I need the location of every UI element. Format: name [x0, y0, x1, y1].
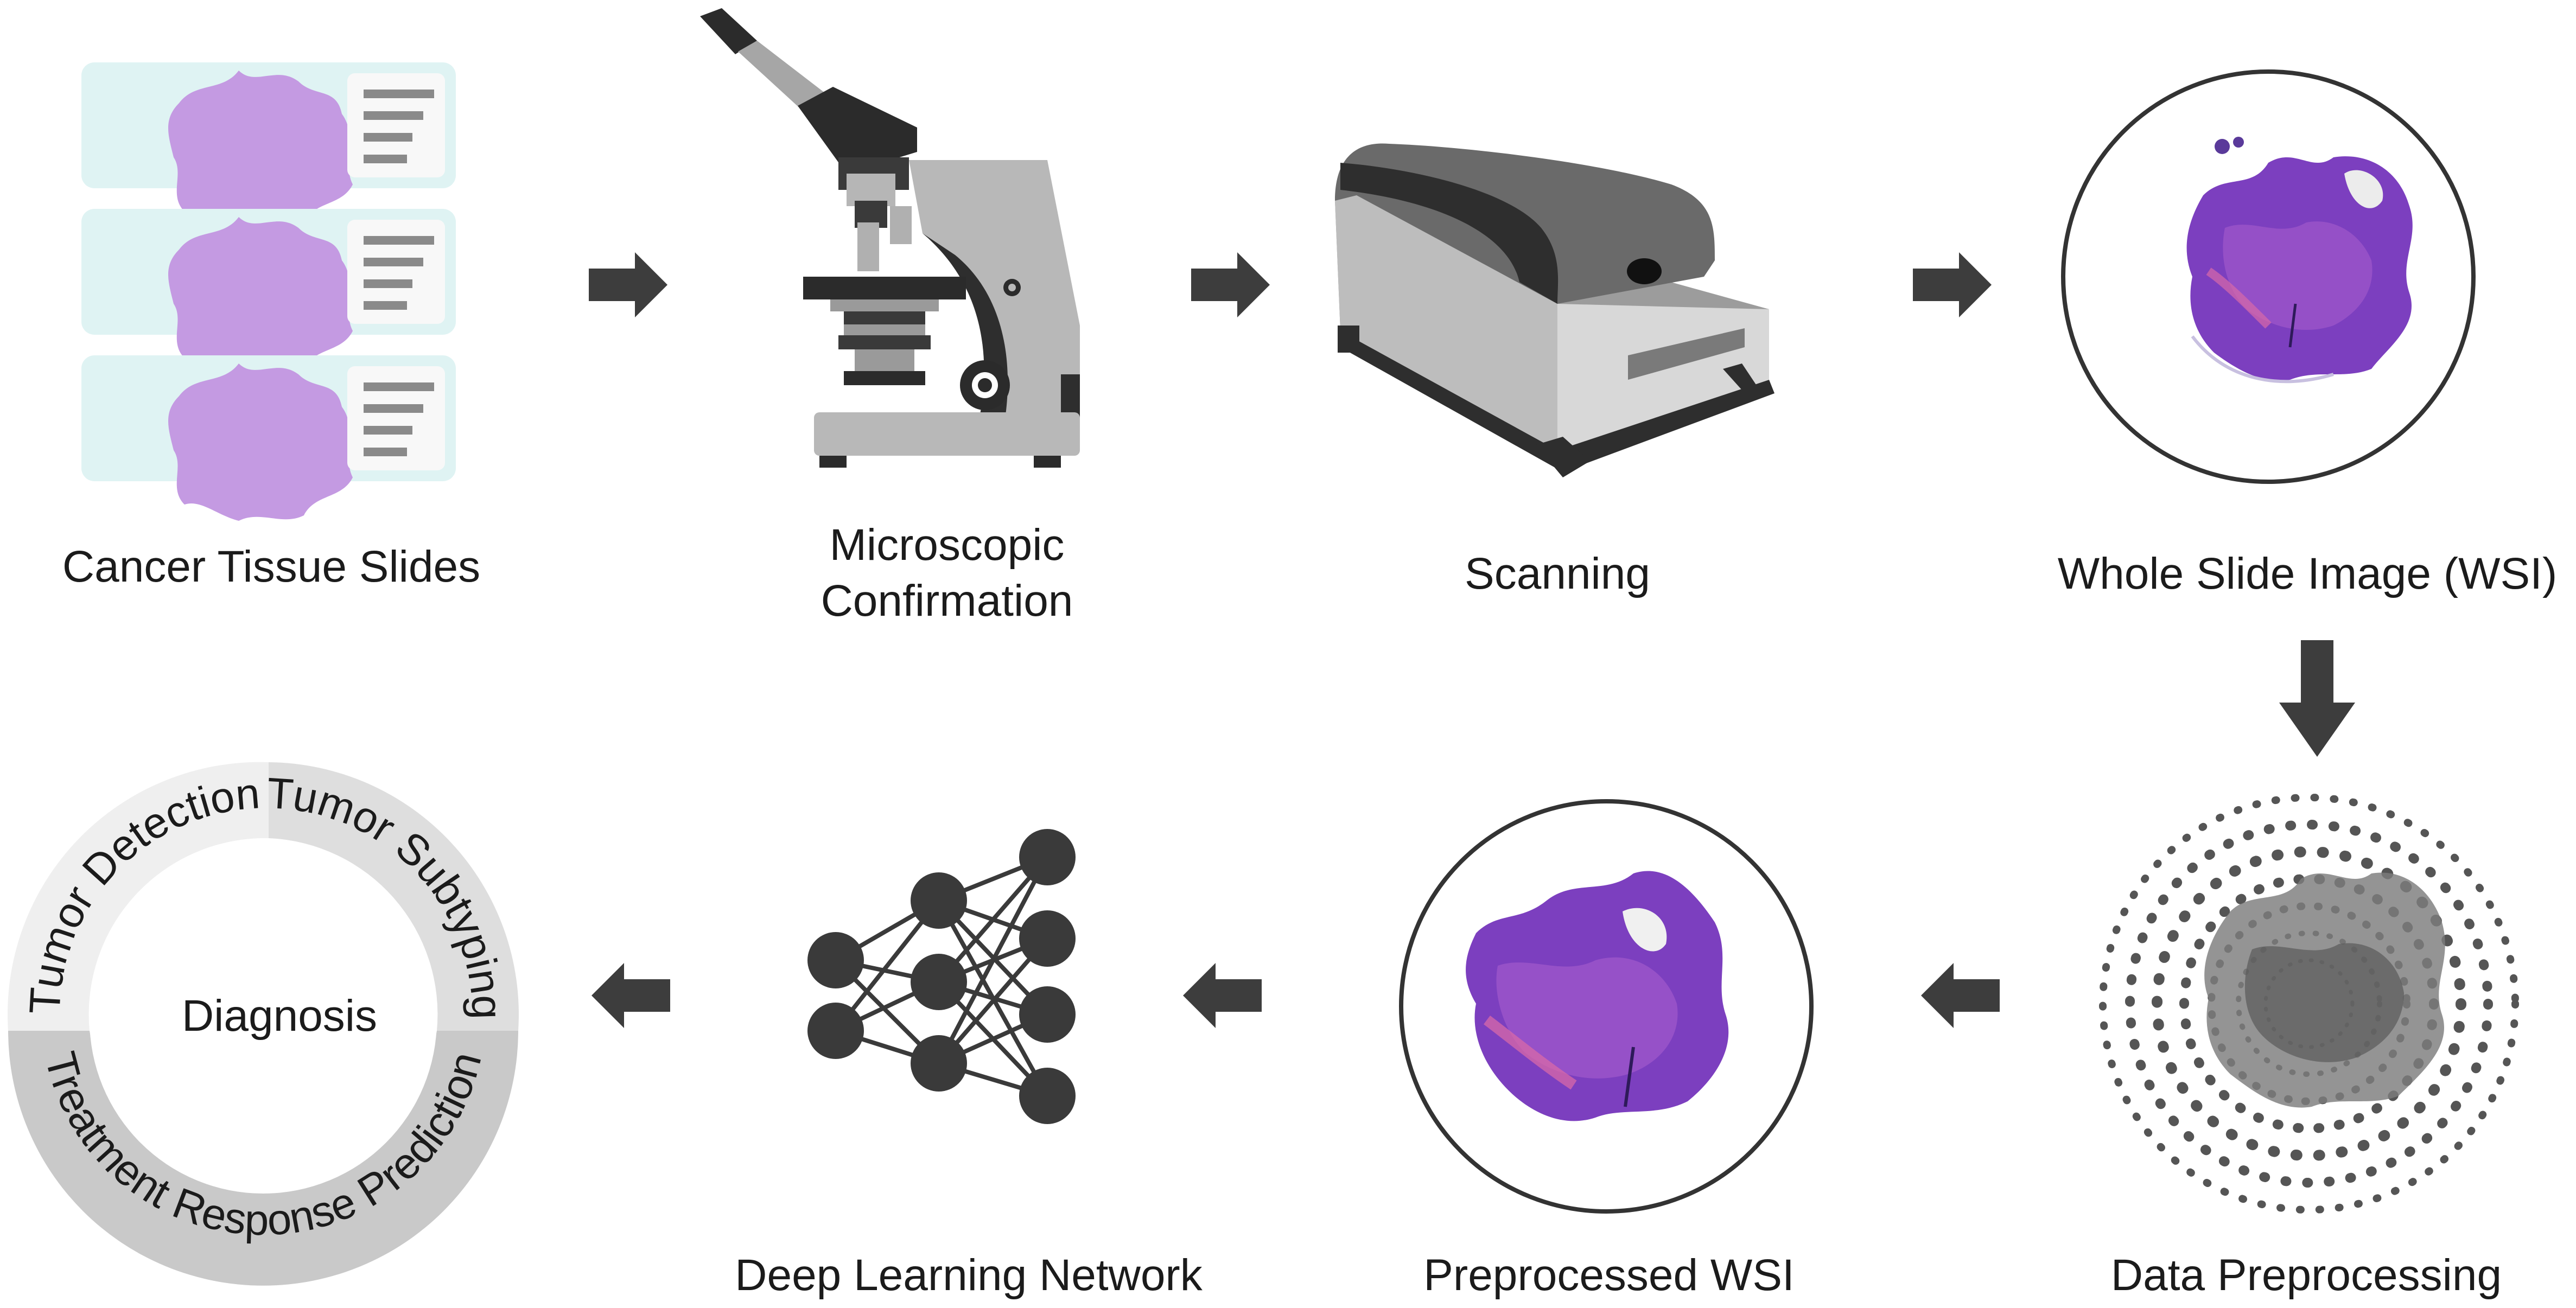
tissue-slides-stack — [81, 62, 456, 521]
tissue-sample — [168, 217, 353, 374]
tissue-slide — [81, 209, 456, 374]
diagnosis-center-label: Diagnosis — [182, 991, 377, 1041]
label-slides: Cancer Tissue Slides — [62, 542, 480, 591]
right-arrow-icon — [1191, 252, 1270, 317]
microscope-icon — [700, 8, 1080, 468]
tissue-sample — [168, 71, 353, 228]
ring-segment-detection — [8, 762, 269, 1031]
label-microscopic: Microscopic — [830, 520, 1065, 570]
neural-network-icon — [807, 829, 1076, 1124]
whole-slide-image — [2061, 69, 2476, 484]
data-preprocessing-graphic — [2099, 794, 2519, 1214]
label-scanning: Scanning — [1465, 549, 1650, 598]
ring-segment-treatment — [8, 1031, 518, 1286]
label-preprocessing: Data Preprocessing — [2111, 1250, 2502, 1300]
tissue-slide — [81, 355, 456, 521]
label-wsi: Whole Slide Image (WSI) — [2058, 549, 2558, 598]
label-confirmation: Confirmation — [821, 576, 1073, 626]
left-arrow-icon — [1921, 963, 2000, 1028]
right-arrow-icon — [1913, 252, 1992, 317]
preprocessed-wsi — [1399, 799, 1814, 1214]
tissue-slide — [81, 62, 456, 228]
right-arrow-icon — [589, 252, 667, 317]
left-arrow-icon — [591, 963, 670, 1028]
diagnosis-ring: Tumor Detection Tumor Subtyping Treatmen… — [8, 762, 519, 1286]
ring-segment-subtyping — [269, 762, 519, 1031]
left-arrow-icon — [1183, 963, 1262, 1028]
scanner-icon — [1335, 143, 1774, 477]
tissue-sample — [168, 363, 353, 521]
label-network: Deep Learning Network — [735, 1250, 1203, 1300]
label-preprocessed: Preprocessed WSI — [1423, 1250, 1795, 1300]
down-arrow-icon — [2279, 640, 2355, 757]
